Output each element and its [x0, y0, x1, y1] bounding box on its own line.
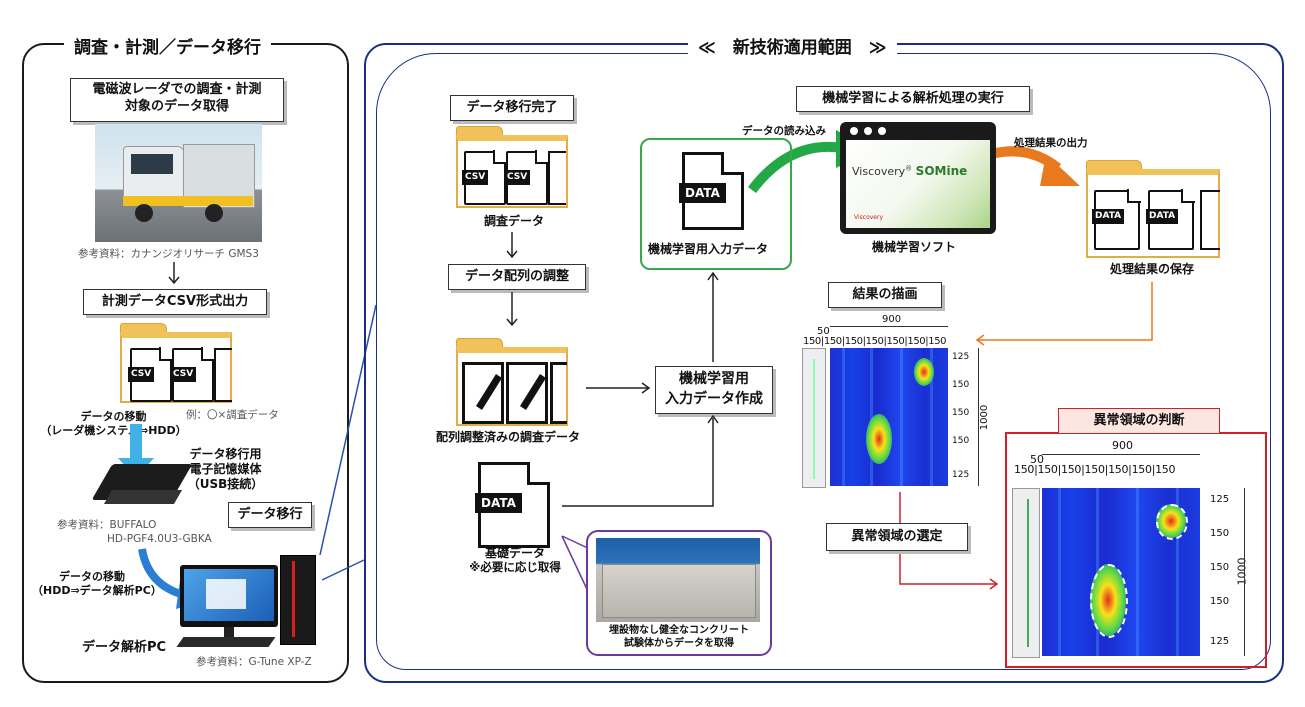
radar-truck-photo	[95, 124, 262, 242]
base-data-file: DATA	[475, 462, 550, 548]
output-label: 処理結果の出力	[1014, 137, 1088, 149]
ml-input-frame	[640, 138, 792, 270]
draw-result-box: 結果の描画	[828, 282, 942, 308]
csv-example: 例：〇×調査データ	[186, 409, 279, 421]
concrete-photo-callout: 埋設物なし健全なコンクリート試験体からデータを取得	[586, 530, 772, 656]
new-tech-title: ≪ 新技術適用範囲 ≫	[688, 33, 897, 58]
down-arrow-1	[506, 232, 518, 259]
survey-box: 電磁波レーダでの調査・計測 対象のデータ取得	[70, 78, 284, 122]
ml-input-file: DATA	[679, 152, 744, 230]
pc-label: データ解析PC	[82, 640, 167, 655]
data-migration-box: データ移行	[228, 502, 312, 528]
save-label: 処理結果の保存	[1110, 262, 1195, 276]
media-label: データ移行用電子記憶媒体（USB接続）	[187, 447, 264, 491]
select-region-box: 異常領域の選定	[826, 523, 968, 551]
base-data-label: 基礎データ※必要に応じ取得	[469, 546, 561, 574]
anomaly-outline-2	[1156, 504, 1188, 540]
survey-data-label: 調査データ	[484, 214, 545, 228]
concrete-photo	[596, 538, 760, 622]
survey-panel-title: 調査・計測／データ移行	[64, 33, 271, 58]
large-heatmap-figure: 900 50 150|150|150|150|150|150|150 1000 …	[1008, 436, 1260, 660]
truck-reference: 参考資料：カナンジオリサーチ GMS3	[78, 248, 259, 260]
down-arrow-2	[506, 292, 518, 327]
read-data-label: データの読み込み	[742, 125, 826, 137]
migration-done-box: データ移行完了	[450, 95, 574, 121]
move-label-1: データの移動（レーダ機システム⇒HDD）	[40, 410, 187, 437]
col-labels: 150|150|150|150|150|150|150	[803, 336, 947, 347]
adjusted-data-folder	[456, 338, 568, 426]
somine-window: Viscovery® SOMine Viscovery	[840, 122, 996, 234]
survey-data-folder: CSV CSV	[456, 126, 568, 208]
ml-software-label: 機械学習ソフト	[872, 240, 957, 254]
large-col-labels: 150|150|150|150|150|150|150	[1014, 463, 1176, 476]
anomaly-outline-1	[1090, 564, 1128, 638]
analysis-pc	[176, 555, 320, 655]
adjusted-data-label: 配列調整済みの調査データ	[436, 430, 581, 444]
csv-output-box: 計測データCSV形式出力	[83, 289, 267, 315]
array-adjust-box: データ配列の調整	[448, 264, 586, 290]
judge-region-box: 異常領域の判断	[1058, 408, 1220, 434]
csv-folder: CSV CSV	[120, 323, 232, 403]
move-label-2: データの移動（HDD⇒データ解析PC）	[32, 570, 162, 597]
concrete-caption: 埋設物なし健全なコンクリート試験体からデータを取得	[609, 625, 749, 649]
ml-input-create-box: 機械学習用入力データ作成	[655, 366, 773, 414]
ml-exec-box: 機械学習による解析処理の実行	[796, 86, 1030, 112]
ml-input-label: 機械学習用入力データ	[648, 242, 769, 256]
pc-reference: 参考資料：G-Tune XP-Z	[196, 656, 312, 668]
small-heatmap-figure: 900 50 150|150|150|150|150|150|150 1000 …	[800, 312, 990, 492]
down-arrow-truck-csv	[168, 262, 180, 285]
result-folder: DATA DATA	[1086, 160, 1220, 258]
